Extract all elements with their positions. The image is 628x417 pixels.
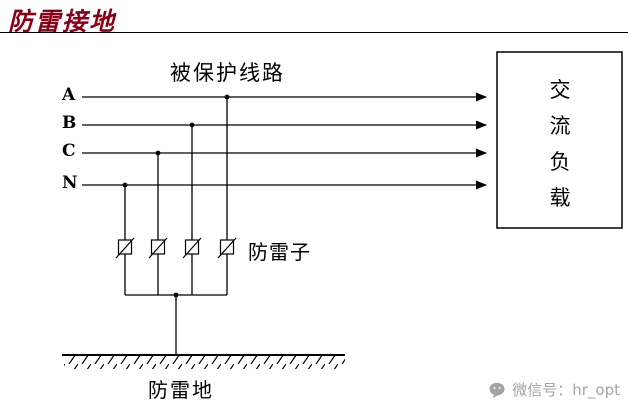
ground-symbol xyxy=(62,354,345,369)
phase-label-a: A xyxy=(62,85,76,105)
phase-label-c: C xyxy=(62,141,76,161)
phase-lines xyxy=(82,92,487,190)
title-underline xyxy=(0,32,628,33)
junction-dots xyxy=(122,94,230,298)
arrester-symbol xyxy=(148,237,168,259)
wechat-icon xyxy=(489,382,505,398)
arrester-symbol xyxy=(115,237,135,259)
page-title: 防雷接地 xyxy=(8,7,117,36)
protected-line-label: 被保护线路 xyxy=(170,61,285,85)
watermark-text: 微信号：hr_opt xyxy=(512,381,620,399)
arrester-label: 防雷子 xyxy=(248,240,311,264)
load-box xyxy=(496,51,623,229)
arrester-symbols xyxy=(115,237,237,259)
tap-lines xyxy=(124,97,228,355)
phase-label-n: N xyxy=(62,173,78,193)
ground-label: 防雷地 xyxy=(148,378,214,402)
phase-label-b: B xyxy=(62,113,77,133)
watermark: 微信号：hr_opt xyxy=(489,379,620,400)
arrester-symbol xyxy=(217,237,237,259)
ac-load-label: 交流负载 xyxy=(549,78,571,210)
arrester-symbol xyxy=(182,237,202,259)
